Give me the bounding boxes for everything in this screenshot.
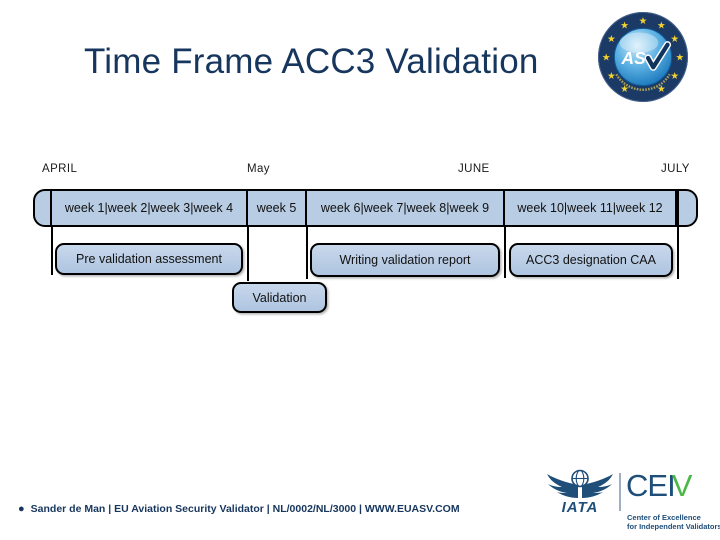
week-cell-6-9: week 6|week 7|week 8|week 9 — [307, 191, 505, 225]
phase-box-writing-report: Writing validation report — [310, 243, 500, 277]
divider-line-week5 — [247, 226, 249, 281]
footer-text: Sander de Man | EU Aviation Security Val… — [30, 503, 460, 515]
bullet-icon: ● — [18, 502, 25, 515]
svg-text:★: ★ — [657, 20, 666, 31]
ceiv-tagline-line2: for Independent Validators — [627, 522, 720, 531]
svg-text:★: ★ — [675, 53, 684, 64]
footer: ● Sander de Man | EU Aviation Security V… — [18, 503, 460, 515]
band-left-cap — [35, 191, 52, 225]
iata-wordmark: IATA — [562, 499, 599, 514]
divider-line-week10 — [504, 226, 506, 278]
month-label-july: JULY — [661, 163, 690, 175]
star-ring-icon: ★ ★ ★ ★ ★ ★ ★ ★ ★ ★ ★ — [602, 16, 685, 95]
ceiv-v-green: V — [671, 468, 693, 503]
divider-line-week1 — [51, 226, 53, 275]
week-cell-5: week 5 — [248, 191, 307, 225]
month-label-may: May — [247, 163, 270, 175]
svg-text:★: ★ — [607, 34, 616, 45]
asv-text: AS — [621, 48, 647, 68]
ceiv-tagline: Center of Excellence for Independent Val… — [627, 513, 720, 531]
svg-text:★: ★ — [639, 16, 648, 27]
micro-text-arc — [615, 73, 671, 91]
month-label-june: JUNE — [458, 163, 490, 175]
divider-line-end — [677, 226, 679, 279]
ceiv-tagline-line1: Center of Excellence — [627, 513, 701, 522]
phase-box-acc3-designation: ACC3 designation CAA — [509, 243, 673, 277]
week-cell-1-4: week 1|week 2|week 3|week 4 — [52, 191, 248, 225]
svg-text:★: ★ — [670, 34, 679, 45]
iata-logo-icon: IATA — [547, 469, 613, 514]
checkmark-icon — [645, 42, 670, 70]
ceiv-wordmark: CEIV — [626, 468, 693, 503]
ceiv-prefix: CEI — [626, 468, 676, 503]
svg-text:★: ★ — [670, 71, 679, 82]
svg-text:★: ★ — [602, 53, 611, 64]
divider-line-week6 — [306, 226, 308, 279]
svg-text:★: ★ — [657, 84, 666, 95]
page-title: Time Frame ACC3 Validation — [84, 42, 539, 81]
brand-divider — [619, 473, 621, 511]
phase-box-pre-validation: Pre validation assessment — [55, 243, 243, 275]
svg-text:★: ★ — [607, 71, 616, 82]
svg-text:★: ★ — [620, 20, 629, 31]
timeline-band: week 1|week 2|week 3|week 4 week 5 week … — [33, 189, 698, 227]
asv-logo-icon: ★ ★ ★ ★ ★ ★ ★ ★ ★ ★ ★ AS — [598, 12, 688, 102]
svg-text:★: ★ — [620, 84, 629, 95]
phase-box-validation: Validation — [232, 282, 327, 313]
week-cell-10-12: week 10|week 11|week 12 — [505, 191, 677, 225]
month-label-april: APRIL — [42, 163, 78, 175]
band-right-cap — [677, 191, 679, 225]
